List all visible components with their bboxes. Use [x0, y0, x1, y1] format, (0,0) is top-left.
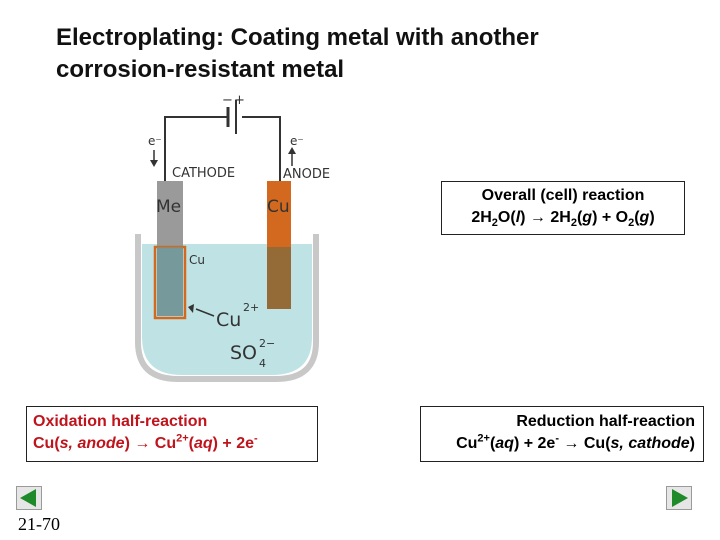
overall-reaction-box: Overall (cell) reaction 2H2O(l) → 2H2(g)…	[441, 181, 685, 235]
oxidation-half-reaction-box: Oxidation half-reaction Cu(s, anode) → C…	[26, 406, 318, 462]
anode-label: ANODE	[283, 167, 330, 182]
next-slide-button[interactable]	[666, 486, 692, 510]
sulfate-ion-charge: 2−	[259, 337, 275, 350]
slide-title: Electroplating: Coating metal with anoth…	[56, 22, 676, 86]
beaker	[135, 234, 319, 382]
next-arrow-icon	[672, 489, 688, 507]
sulfate-ion-subscript: 4	[259, 357, 266, 370]
previous-arrow-icon	[20, 489, 36, 507]
anode-metal-label: Cu	[267, 197, 290, 217]
battery-minus-sign: −	[222, 93, 233, 108]
electroplating-cell-diagram: − + e⁻ e⁻ CATHODE ANODE Me Cu Cu Cu 2+ S…	[135, 93, 330, 382]
battery-plus-sign: +	[234, 93, 245, 108]
reduction-half-reaction-box: Reduction half-reaction Cu2+(aq) + 2e- →…	[420, 406, 704, 462]
electron-label-right: e⁻	[290, 134, 304, 148]
overall-reaction-heading: Overall (cell) reaction	[481, 187, 645, 204]
sulfate-ion-label: SO	[230, 342, 257, 364]
copper-ion-charge: 2+	[243, 301, 259, 314]
reduction-heading: Reduction half-reaction	[516, 413, 695, 430]
overall-reaction-equation: 2H2O(l) → 2H2(g) + O2(g)	[471, 209, 655, 230]
slide-number: 21-70	[18, 514, 60, 534]
oxidation-heading: Oxidation half-reaction	[33, 413, 208, 430]
copper-ion-label: Cu	[216, 309, 241, 331]
circuit-wire	[164, 116, 281, 181]
cathode-metal-label: Me	[156, 197, 181, 217]
reduction-equation: Cu2+(aq) + 2e- → Cu(s, cathode)	[456, 432, 695, 452]
coating-label: Cu	[189, 253, 205, 267]
title-line-1: Electroplating: Coating metal with anoth…	[56, 24, 539, 51]
oxidation-equation: Cu(s, anode) → Cu2+(aq) + 2e-	[33, 432, 258, 452]
cathode-label: CATHODE	[172, 166, 235, 181]
ion-migration-arrow	[195, 308, 215, 317]
previous-slide-button[interactable]	[16, 486, 42, 510]
electron-label-left: e⁻	[148, 134, 162, 148]
title-line-2: corrosion-resistant metal	[56, 56, 345, 83]
